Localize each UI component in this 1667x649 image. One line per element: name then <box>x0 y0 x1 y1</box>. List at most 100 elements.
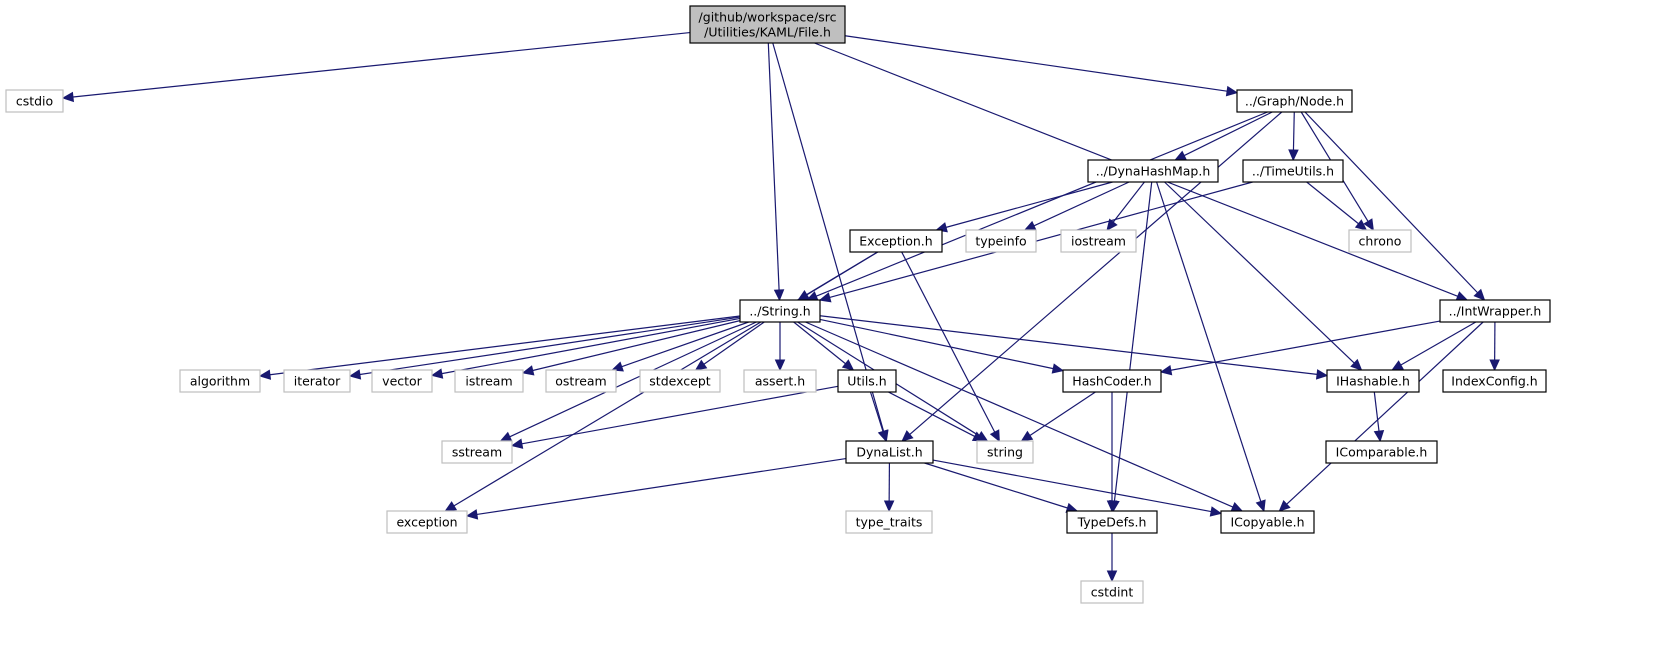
node-label: vector <box>382 374 423 389</box>
arrowhead-icon <box>1278 499 1291 512</box>
node-timeutils[interactable]: ../TimeUtils.h <box>1242 159 1344 183</box>
edge-intwrapper-to-icopyable <box>1278 321 1484 512</box>
edge-node_h-to-dynalist <box>901 111 1283 442</box>
edge-line <box>1033 181 1130 227</box>
edge-line <box>815 111 1268 297</box>
edge-line <box>805 321 1234 508</box>
node-hashcoder[interactable]: HashCoder.h <box>1062 369 1162 393</box>
node-string-h[interactable]: ../String.h <box>739 299 821 323</box>
edge-line <box>703 321 765 365</box>
edge-dynalist-to-exception <box>465 457 847 520</box>
arrowhead-icon <box>883 500 895 513</box>
node-box <box>1066 510 1158 534</box>
node-box <box>1326 369 1420 393</box>
edge-line <box>1156 181 1262 502</box>
edge-dynahashmap-to-exception_h <box>935 181 1113 233</box>
node-string: string <box>976 440 1034 464</box>
node-label: IndexConfig.h <box>1451 374 1537 389</box>
edge-dynalist-to-icopyable <box>932 459 1223 517</box>
node-indexconfig[interactable]: IndexConfig.h <box>1442 369 1547 393</box>
arrowhead-icon <box>1159 364 1173 376</box>
edge-line <box>621 321 749 368</box>
edge-timeutils-to-string_h <box>818 181 1253 303</box>
node-label: cstdint <box>1091 585 1134 600</box>
edge-line <box>1029 391 1096 436</box>
edge-line <box>1112 181 1145 223</box>
node-exception-h[interactable]: Exception.h <box>849 229 943 253</box>
edge-line <box>476 457 847 516</box>
node-label: TypeDefs.h <box>1077 515 1147 530</box>
node-intwrapper[interactable]: ../IntWrapper.h <box>1439 299 1551 323</box>
edge-line <box>829 181 1253 299</box>
edge-string_h-to-ostream <box>611 321 749 372</box>
arrowhead-icon <box>774 359 786 372</box>
node-utils[interactable]: Utils.h <box>837 369 897 393</box>
node-label: sstream <box>452 445 502 460</box>
edge-typedefs-to-cstdint <box>1106 533 1118 583</box>
arrowhead-icon <box>1230 501 1244 512</box>
edge-utils-to-dynalist <box>869 391 888 443</box>
node-iostream: iostream <box>1060 229 1137 253</box>
edge-node_h-to-dynahashmap <box>1174 111 1273 161</box>
edge-string_h-to-stdexcept <box>694 321 765 371</box>
edge-line <box>72 31 691 98</box>
edge-string_h-to-vector <box>430 317 741 379</box>
node-algorithm: algorithm <box>179 369 261 393</box>
arrowhead-icon <box>841 359 855 371</box>
node-label: ../TimeUtils.h <box>1252 164 1334 179</box>
arrowhead-icon <box>258 369 272 380</box>
edge-line <box>924 462 1068 509</box>
arrowhead-icon <box>1350 358 1363 371</box>
node-ostream: ostream <box>545 369 617 393</box>
node-dynalist[interactable]: DynaList.h <box>845 440 934 464</box>
arrowhead-icon <box>1106 218 1118 231</box>
node-label: ../Graph/Node.h <box>1245 94 1344 109</box>
node-iterator: iterator <box>283 369 351 393</box>
arrowhead-icon <box>348 369 362 380</box>
edge-line <box>767 42 780 291</box>
node-chrono: chrono <box>1348 229 1412 253</box>
arrowhead-icon <box>1489 359 1500 372</box>
edge-hashcoder-to-typedefs <box>1106 392 1118 513</box>
node-label: ostream <box>555 374 606 389</box>
arrowhead-icon <box>444 501 458 512</box>
edge-dynahashmap-to-iostream <box>1106 181 1145 231</box>
node-icomparable[interactable]: IComparable.h <box>1325 440 1438 464</box>
arrowhead-icon <box>611 361 624 372</box>
edge-line <box>521 385 839 445</box>
node-label: chrono <box>1359 234 1402 249</box>
node-label: Exception.h <box>859 234 932 249</box>
node-node-h[interactable]: ../Graph/Node.h <box>1236 89 1353 113</box>
edge-line <box>509 321 757 438</box>
node-label: istream <box>465 374 512 389</box>
node-box <box>1087 159 1219 183</box>
node-box <box>1348 229 1412 253</box>
node-box <box>965 229 1037 253</box>
node-typedefs[interactable]: TypeDefs.h <box>1066 510 1158 534</box>
node-box <box>837 369 897 393</box>
edge-timeutils-to-chrono <box>1306 181 1368 231</box>
node-label: ../DynaHashMap.h <box>1096 164 1211 179</box>
node-ihashable[interactable]: IHashable.h <box>1326 369 1420 393</box>
node-box <box>1060 229 1137 253</box>
node-label: type_traits <box>856 515 923 530</box>
arrowhead-icon <box>1225 85 1239 97</box>
node-dynahashmap[interactable]: ../DynaHashMap.h <box>1087 159 1219 183</box>
nodes-layer: /github/workspace/src/Utilities/KAML/Fil… <box>5 5 1551 604</box>
edge-utils-to-sstream <box>510 385 839 449</box>
edge-string_h-to-algorithm <box>258 315 741 380</box>
edge-intwrapper-to-indexconfig <box>1489 321 1500 372</box>
arrowhead-icon <box>61 91 74 103</box>
node-box <box>545 369 617 393</box>
edge-line <box>844 35 1228 92</box>
node-box <box>689 5 846 44</box>
node-icopyable[interactable]: ICopyable.h <box>1220 510 1315 534</box>
edge-line <box>901 251 996 433</box>
node-box <box>1442 369 1547 393</box>
node-root[interactable]: /github/workspace/src/Utilities/KAML/Fil… <box>689 5 846 44</box>
edge-hashcoder-to-string <box>1020 391 1096 442</box>
arrowhead-icon <box>465 509 479 520</box>
node-box <box>5 89 64 113</box>
edge-line <box>359 316 741 376</box>
node-box <box>1220 510 1315 534</box>
